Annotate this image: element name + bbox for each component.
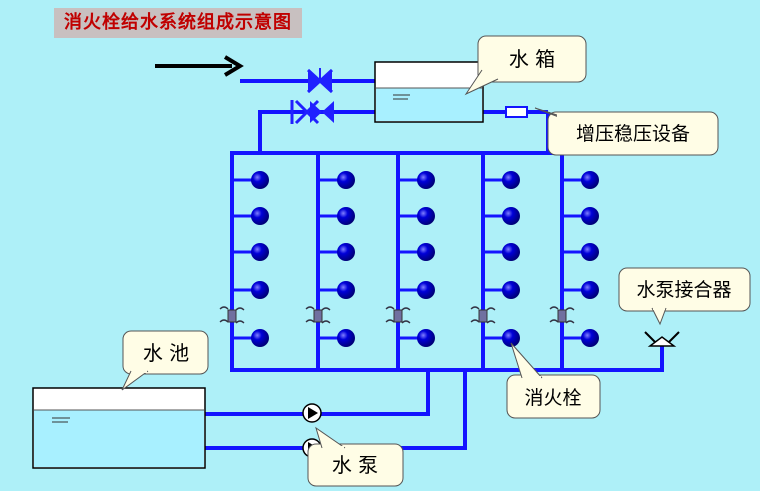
check-valve bbox=[290, 99, 334, 125]
pump-label: 水 泵 bbox=[332, 453, 378, 477]
pipe-network bbox=[205, 79, 664, 450]
tank-label: 水 箱 bbox=[509, 47, 555, 71]
hydrant-branches bbox=[232, 178, 588, 340]
pump-adapter-symbol bbox=[644, 331, 680, 347]
booster-callout: 增压稳压设备 bbox=[534, 107, 719, 156]
booster-device-symbol bbox=[505, 106, 528, 118]
pressure-reducing-devices bbox=[219, 306, 575, 324]
pool-label: 水 池 bbox=[143, 341, 189, 365]
pump-upper bbox=[302, 403, 322, 423]
pump-callout: 水 泵 bbox=[307, 426, 404, 487]
hydrant-callout: 消火栓 bbox=[506, 342, 601, 419]
connector-label: 水泵接合器 bbox=[636, 279, 731, 301]
water-tank bbox=[374, 61, 484, 123]
hydrant-label: 消火栓 bbox=[524, 387, 581, 409]
pool-callout: 水 池 bbox=[121, 330, 209, 391]
tank-callout: 水 箱 bbox=[464, 35, 587, 96]
water-pool bbox=[32, 387, 206, 469]
hydrant-group bbox=[251, 171, 599, 347]
booster-label: 增压稳压设备 bbox=[576, 123, 690, 145]
connector-callout: 水泵接合器 bbox=[618, 267, 751, 326]
inlet-valve bbox=[306, 68, 334, 94]
diagram-title: 消火栓给水系统组成示意图 bbox=[54, 8, 302, 38]
inlet-arrow bbox=[155, 55, 244, 77]
